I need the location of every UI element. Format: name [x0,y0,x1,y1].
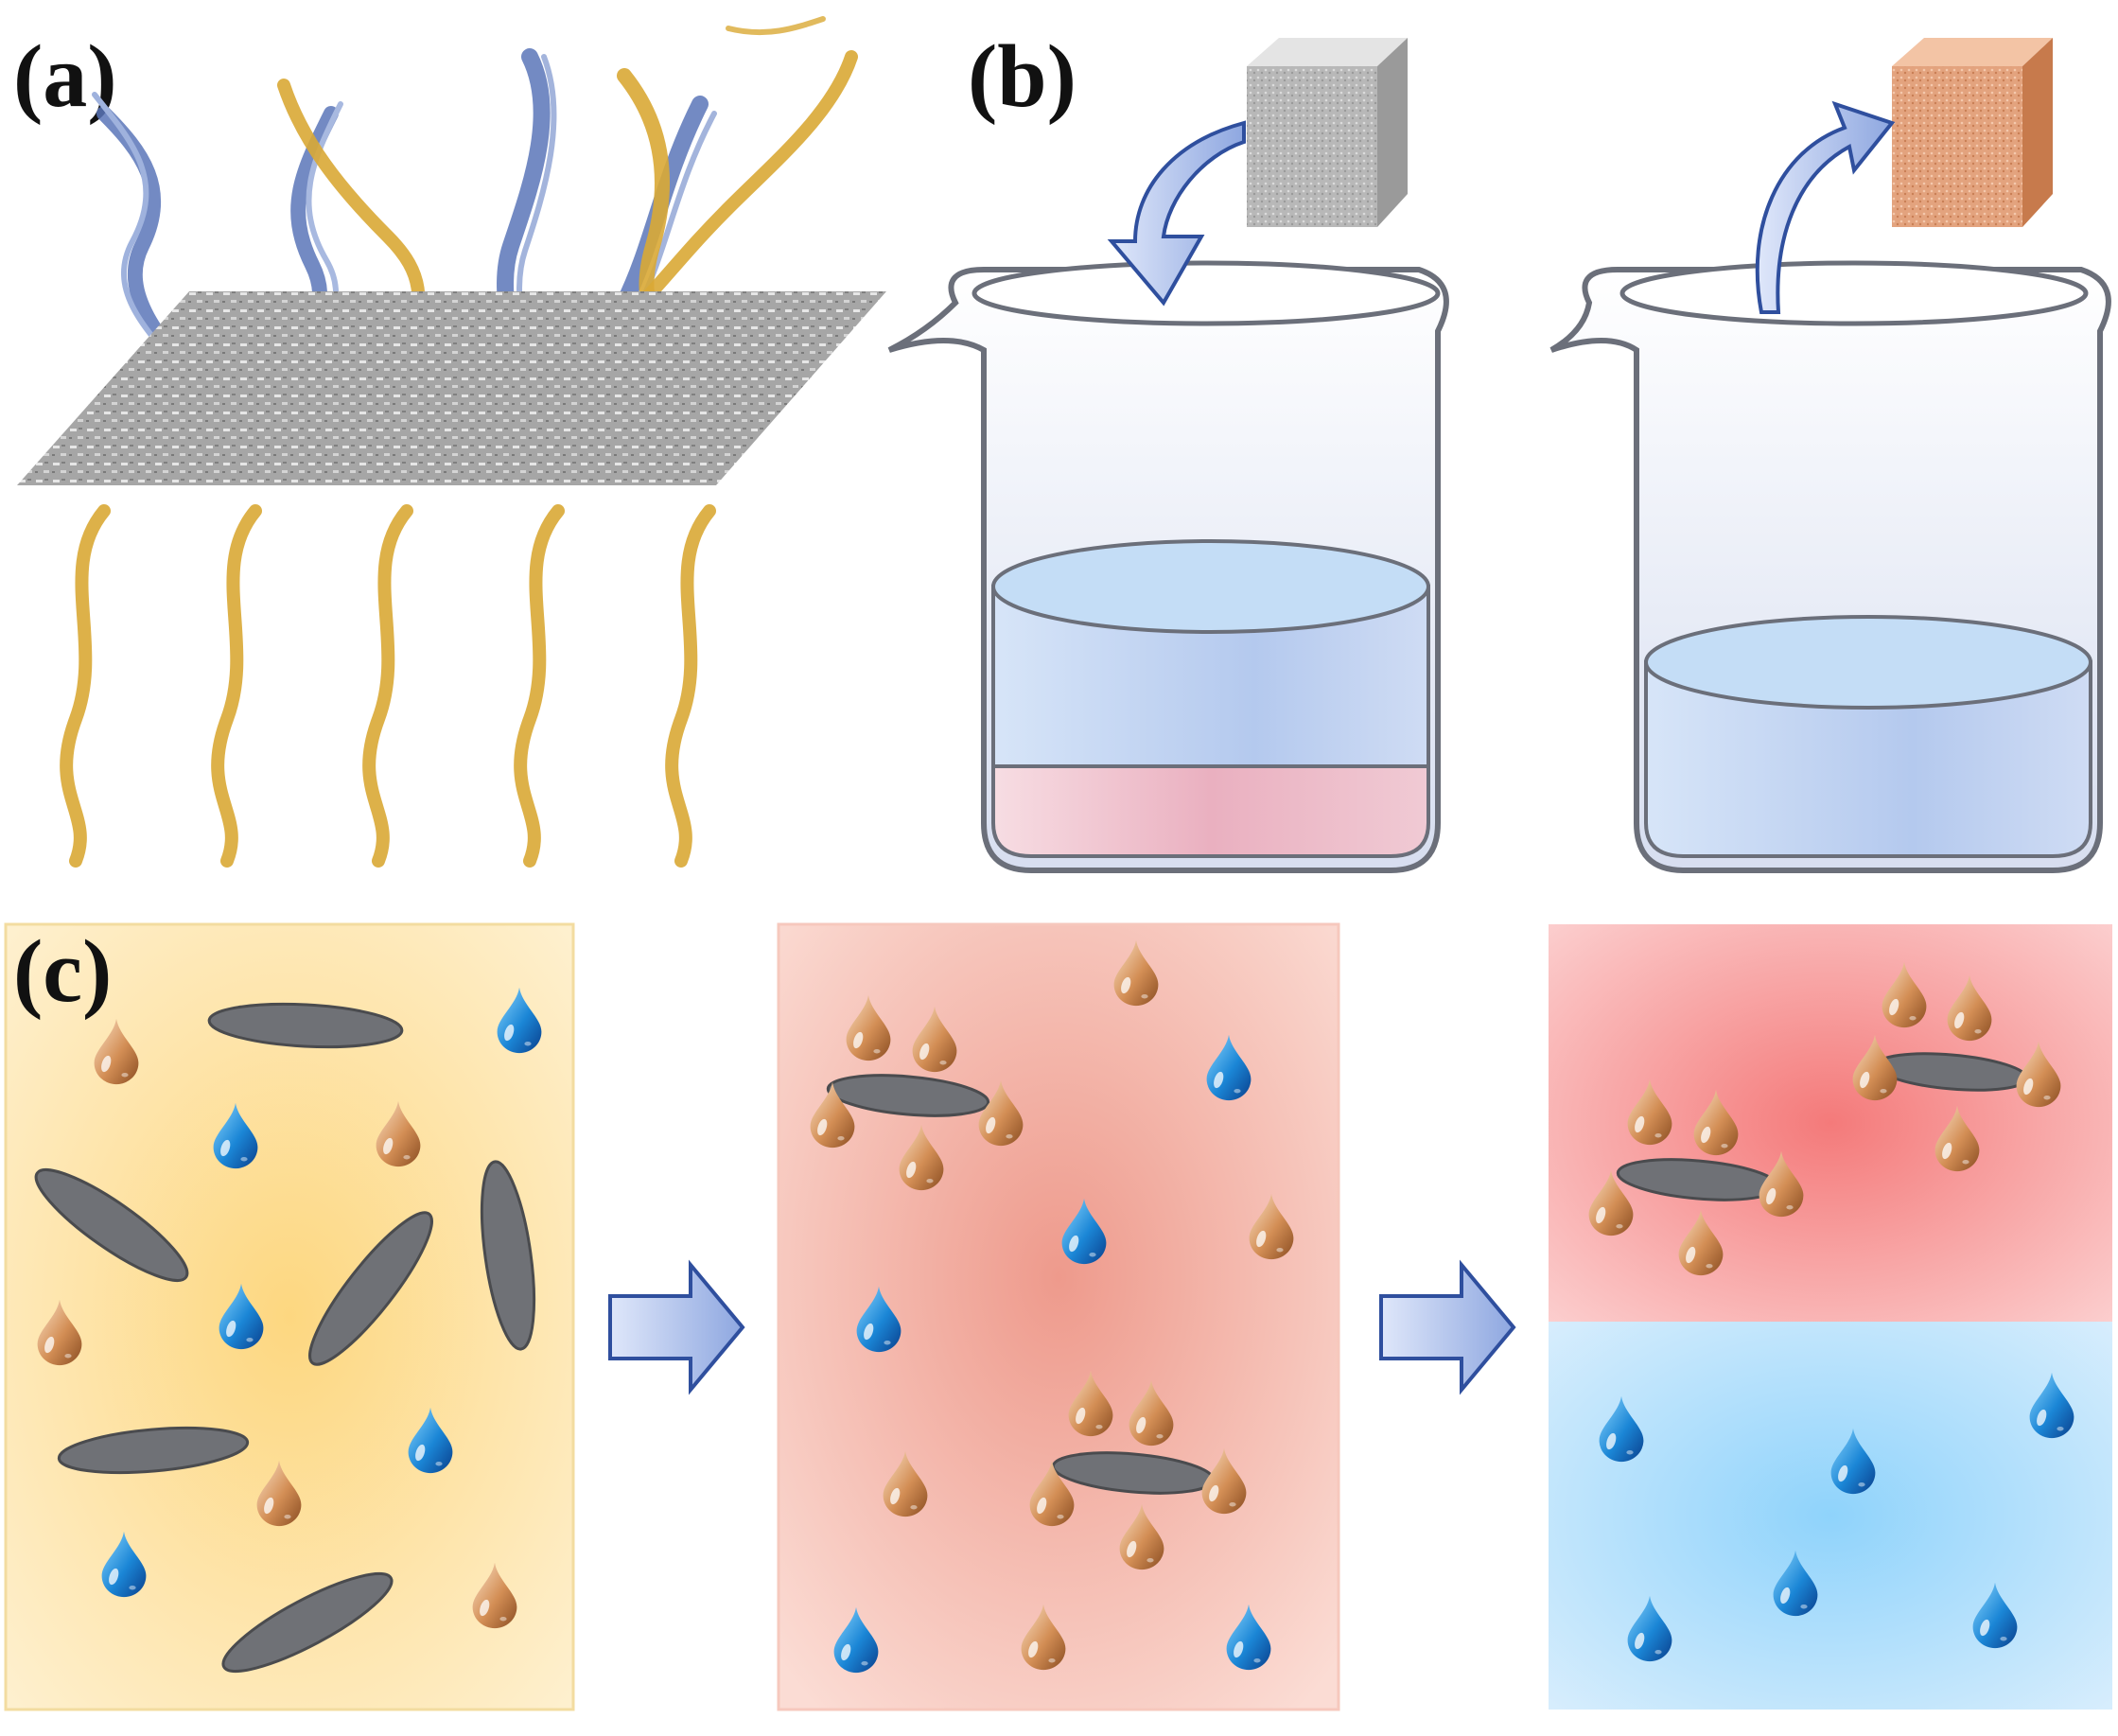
sponge-icon [1892,38,2053,227]
beaker-before [887,260,1449,873]
beaker-after [1549,260,2111,873]
membrane-sheet [17,291,886,485]
panel-a: (a) [13,16,886,868]
nanosheet-group [34,1002,536,1674]
sponge-icon [1247,38,1408,227]
nanosheet-group [1616,1052,2029,1201]
nanosheet-group [826,1074,1216,1495]
process-arrow-icon [1379,1259,1516,1395]
panel-b: (b) [887,27,2111,873]
panel-label-b: (b) [968,27,1077,126]
panel-label-c: (c) [13,922,112,1021]
process-arrow-icon [1755,100,1896,314]
process-arrow-icon [608,1259,745,1395]
process-arrow-icon [1107,120,1246,307]
oil-layer [991,764,1430,858]
panel-c: (c) [4,922,2112,1711]
oil-splash-lower-group [60,504,716,868]
water-layer [1644,660,2092,858]
